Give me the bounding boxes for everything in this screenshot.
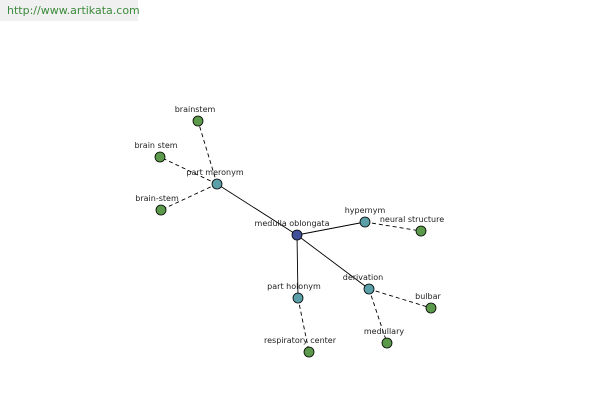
node-label-respiratory-center: respiratory center [264,336,337,345]
nodes-layer [154,115,437,358]
node-label-brainstem: brainstem [175,105,216,114]
node-label-part-meronym: part meronym [186,168,243,177]
edge-medulla-oblongata-to-part-meronym [216,183,298,236]
edge-part-holonym-to-respiratory-center [297,297,310,353]
edge-part-meronym-to-brainstem [197,120,218,185]
node-label-part-holonym: part holonym [267,282,321,291]
edge-derivation-to-bulbar [368,288,432,309]
node-derivation[interactable] [363,283,375,295]
node-part-holonym[interactable] [292,292,304,304]
edge-medulla-oblongata-to-hypernym [296,221,366,236]
node-label-medulla-oblongata: medulla oblongata [255,219,330,228]
edge-hypernym-to-neural-structure [364,221,422,232]
node-brainstem[interactable] [192,115,204,127]
artikata-link[interactable]: http://www.artikata.com [0,0,140,21]
node-label-medullary: medullary [364,327,405,336]
node-respiratory-center[interactable] [303,346,315,358]
edges-layer [159,120,432,353]
edge-part-meronym-to-brain-stem-hyphen [160,183,218,211]
node-brain-stem-hyphen[interactable] [155,204,167,216]
node-brain-stem-spaced[interactable] [154,151,166,163]
node-hypernym[interactable] [359,216,371,228]
node-label-derivation: derivation [343,273,383,282]
edge-medulla-oblongata-to-part-holonym [296,234,299,299]
edge-medulla-oblongata-to-derivation [296,234,370,290]
node-medullary[interactable] [381,337,393,349]
node-label-neural-structure: neural structure [380,215,444,224]
node-label-brain-stem-spaced: brain stem [134,141,177,150]
node-label-bulbar: bulbar [415,292,441,301]
node-neural-structure[interactable] [415,225,427,237]
node-label-hypernym: hypernym [345,206,386,215]
node-bulbar[interactable] [425,302,437,314]
edge-part-meronym-to-brain-stem-spaced [159,156,218,185]
edge-derivation-to-medullary [368,288,388,344]
node-medulla-oblongata[interactable] [291,229,303,241]
labels-layer: medulla oblongata part meronym hypernym par… [134,105,444,345]
node-part-meronym[interactable] [211,178,223,190]
node-label-brain-stem-hyphen: brain-stem [135,194,179,203]
